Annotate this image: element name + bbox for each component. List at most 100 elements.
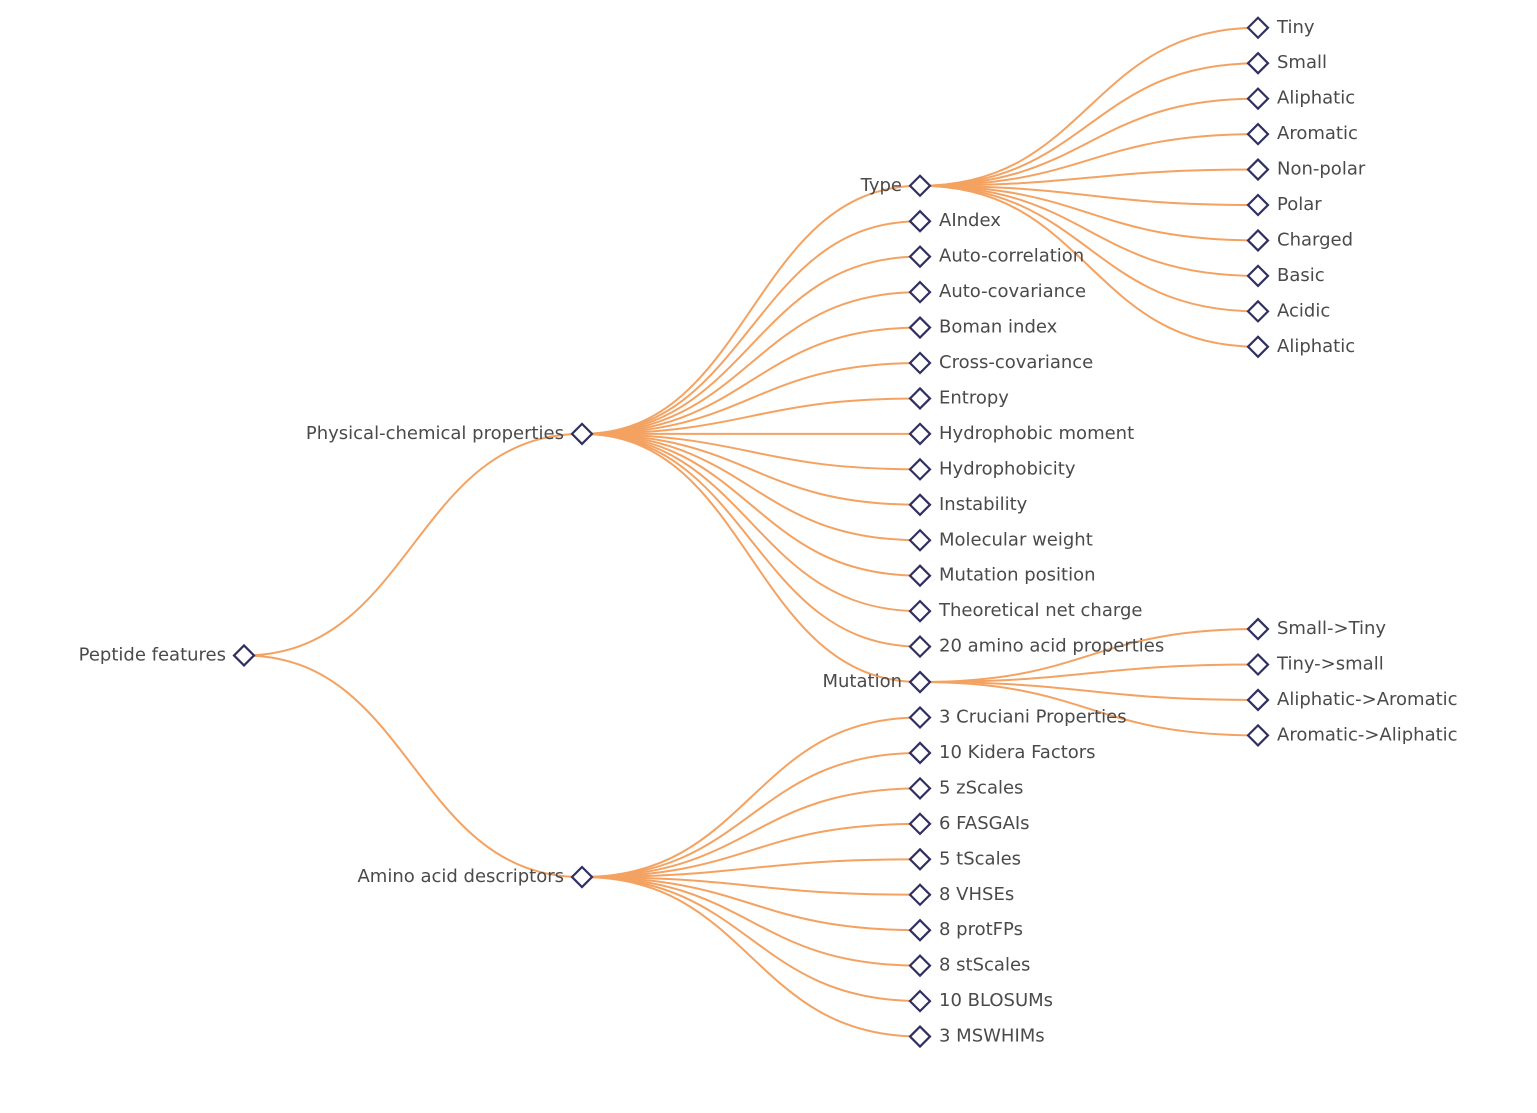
tree-node-hydrophobicity[interactable]: Hydrophobicity [908, 457, 1076, 481]
tree-node-10-blosums[interactable]: 10 BLOSUMs [908, 989, 1053, 1013]
tree-edge [919, 628, 1259, 684]
tree-edge [581, 291, 921, 435]
diamond-icon [908, 599, 932, 623]
tree-node-non-polar[interactable]: Non-polar [1246, 157, 1366, 182]
tree-node-label: Aliphatic->Aromatic [1277, 689, 1458, 710]
diamond-icon [908, 564, 932, 588]
diamond-icon [1246, 723, 1270, 747]
tree-edge [919, 133, 1259, 187]
tree-node-label: Polar [1277, 194, 1322, 215]
diamond-icon [1246, 228, 1270, 253]
diamond-icon [908, 209, 932, 233]
tree-node-acidic[interactable]: Acidic [1246, 299, 1330, 323]
diamond-icon [1246, 264, 1270, 288]
tree-node-aromatic[interactable]: Aromatic [1246, 122, 1358, 146]
diamond-icon [570, 865, 594, 889]
tree-node-aliphatic[interactable]: Aliphatic [1246, 335, 1355, 359]
tree-node-label: 8 VHSEs [939, 884, 1014, 905]
tree-node-label: Basic [1277, 265, 1325, 286]
tree-edges [243, 26, 1259, 1038]
tree-node-tiny[interactable]: Tiny [1246, 16, 1315, 40]
tree-node-label: Mutation position [939, 565, 1096, 586]
tree-node-label: Boman index [939, 317, 1058, 338]
tree-node-label: Small [1277, 52, 1327, 73]
tree-node-20-amino-acid-properties[interactable]: 20 amino acid properties [908, 635, 1164, 659]
tree-edge [919, 184, 1259, 277]
tree-node-8-stscales[interactable]: 8 stScales [908, 954, 1030, 978]
tree-node-auto-covariance[interactable]: Auto-covariance [908, 280, 1086, 304]
diamond-icon [1246, 652, 1270, 677]
tree-node-charged[interactable]: Charged [1246, 228, 1353, 253]
diamond-icon [908, 847, 932, 871]
tree-node-label: Peptide features [79, 644, 226, 665]
tree-node-aromatic-aliphatic[interactable]: Aromatic->Aliphatic [1246, 723, 1458, 747]
diamond-icon [908, 1024, 932, 1049]
tree-node-theoretical-net-charge[interactable]: Theoretical net charge [908, 599, 1142, 623]
tree-node-10-kidera-factors[interactable]: 10 Kidera Factors [908, 741, 1096, 765]
tree-node-physical-chemical-properties[interactable]: Physical-chemical properties [306, 422, 594, 446]
tree-node-tiny-small[interactable]: Tiny->small [1246, 652, 1384, 677]
tree-node-label: 10 Kidera Factors [939, 742, 1096, 763]
tree-node-molecular-weight[interactable]: Molecular weight [908, 528, 1093, 552]
tree-node-peptide-features[interactable]: Peptide features [79, 643, 256, 668]
tree-node-aliphatic-aromatic[interactable]: Aliphatic->Aromatic [1246, 688, 1458, 712]
tree-node-aliphatic[interactable]: Aliphatic [1246, 87, 1355, 111]
diamond-icon [1246, 617, 1270, 641]
tree-node-label: Instability [939, 494, 1028, 515]
tree-node-8-vhses[interactable]: 8 VHSEs [908, 883, 1014, 907]
tree-node-aindex[interactable]: AIndex [908, 209, 1001, 233]
tree-node-label: Molecular weight [939, 529, 1093, 550]
diamond-icon [908, 954, 932, 978]
tree-node-mutation[interactable]: Mutation [822, 670, 932, 694]
tree-node-5-zscales[interactable]: 5 zScales [908, 776, 1023, 800]
tree-node-3-cruciani-properties[interactable]: 3 Cruciani Properties [908, 705, 1127, 730]
tree-node-label: Auto-covariance [939, 281, 1086, 302]
diamond-icon [1246, 335, 1270, 359]
tree-edge [919, 62, 1259, 187]
tree-node-entropy[interactable]: Entropy [908, 386, 1009, 411]
tree-node-8-protfps[interactable]: 8 protFPs [908, 918, 1023, 942]
tree-node-hydrophobic-moment[interactable]: Hydrophobic moment [908, 422, 1134, 446]
diamond-icon [908, 315, 932, 340]
tree-node-amino-acid-descriptors[interactable]: Amino acid descriptors [357, 865, 594, 889]
tree-node-cross-covariance[interactable]: Cross-covariance [908, 351, 1093, 375]
diamond-icon [1246, 299, 1270, 323]
tree-node-label: Mutation [822, 671, 902, 692]
diamond-icon [908, 457, 932, 481]
diamond-icon [1246, 87, 1270, 111]
tree-node-3-mswhims[interactable]: 3 MSWHIMs [908, 1024, 1045, 1049]
tree-node-mutation-position[interactable]: Mutation position [908, 564, 1096, 588]
tree-node-label: 8 stScales [939, 955, 1030, 976]
tree-node-small-tiny[interactable]: Small->Tiny [1246, 617, 1386, 641]
diamond-icon [1246, 16, 1270, 40]
tree-node-label: 6 FASGAIs [939, 813, 1030, 834]
diamond-icon [908, 174, 932, 198]
tree-node-boman-index[interactable]: Boman index [908, 315, 1058, 340]
tree-node-basic[interactable]: Basic [1246, 264, 1325, 288]
tree-edge [581, 858, 921, 879]
tree-node-label: Aromatic->Aliphatic [1277, 724, 1458, 745]
tree-node-instability[interactable]: Instability [908, 493, 1028, 517]
tree-edge [581, 326, 921, 435]
diamond-icon [908, 493, 932, 517]
diamond-icon [908, 989, 932, 1013]
diamond-icon [1246, 122, 1270, 146]
tree-edge [919, 184, 1259, 348]
tree-edge [581, 716, 921, 879]
tree-edge [581, 822, 921, 879]
diamond-icon [232, 643, 256, 668]
tree-node-type[interactable]: Type [860, 174, 932, 198]
diamond-icon [908, 812, 932, 836]
tree-node-label: Aliphatic [1277, 336, 1355, 357]
tree-node-label: Acidic [1277, 300, 1330, 321]
tree-edge [581, 432, 921, 684]
diamond-icon [1246, 51, 1270, 75]
tree-node-6-fasgais[interactable]: 6 FASGAIs [908, 812, 1030, 836]
tree-node-polar[interactable]: Polar [1246, 193, 1322, 217]
tree-node-auto-correlation[interactable]: Auto-correlation [908, 245, 1084, 269]
tree-node-label: 20 amino acid properties [939, 636, 1164, 657]
tree-node-small[interactable]: Small [1246, 51, 1327, 75]
tree-node-5-tscales[interactable]: 5 tScales [908, 847, 1021, 871]
tree-edge [919, 184, 1259, 313]
tree-node-label: Theoretical net charge [938, 600, 1142, 621]
